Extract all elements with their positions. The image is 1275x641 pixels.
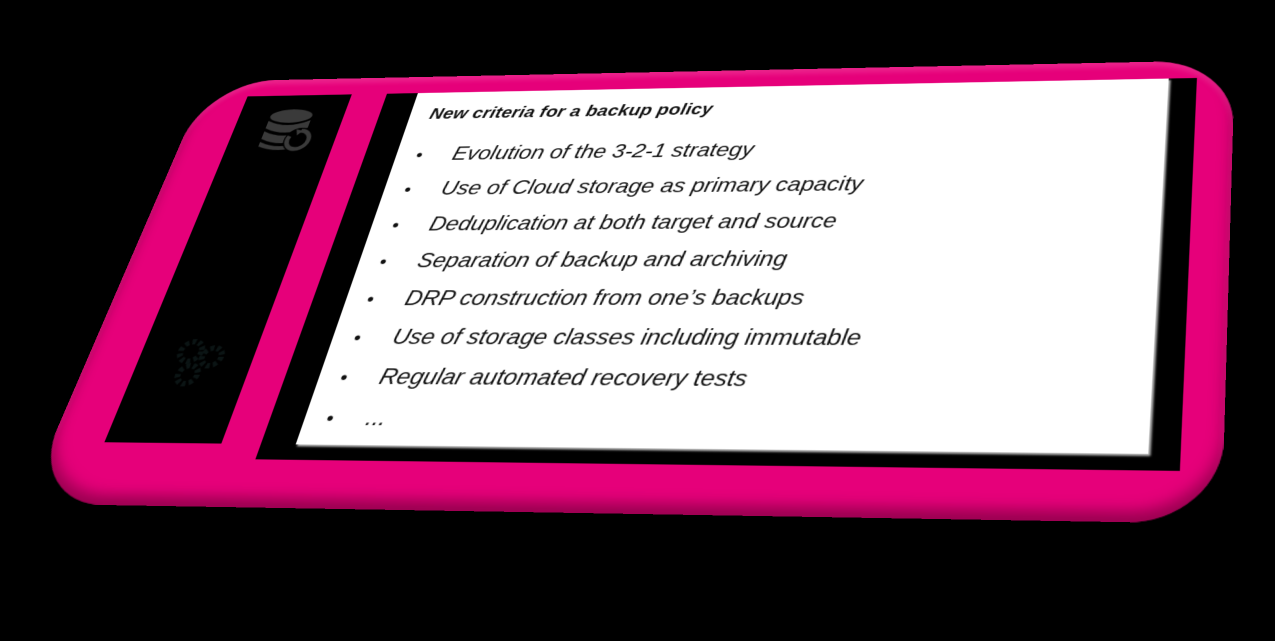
bullet-icon: • [363, 290, 377, 310]
list-item: •Use of Cloud storage as primary capacit… [399, 166, 889, 207]
bullet-icon: • [376, 253, 390, 272]
gears-icon [161, 336, 235, 390]
slide-title: New criteria for a backup policy [427, 100, 715, 123]
slide-content: New criteria for a backup policy •Evolut… [295, 78, 1169, 454]
slide-frame: New criteria for a backup policy •Evolut… [24, 60, 1235, 524]
bullet-icon: • [389, 216, 402, 235]
bullet-icon: • [350, 328, 364, 349]
bullet-icon: • [413, 147, 426, 165]
criteria-list: •Evolution of the 3-2-1 strategy •Use of… [320, 131, 895, 445]
icon-sidebar [104, 94, 352, 444]
bullet-icon: • [336, 368, 351, 389]
list-item: •Evolution of the 3-2-1 strategy [410, 131, 894, 172]
list-item: •Use of storage classes including immuta… [347, 318, 864, 359]
list-item: •Deduplication at both target and source [386, 203, 882, 244]
list-item: •... [320, 398, 851, 445]
list-item: •DRP construction from one’s backups [361, 279, 871, 319]
bullet-icon: • [401, 181, 414, 200]
database-restore-icon [256, 109, 325, 154]
list-item: •Regular automated recovery tests [334, 357, 858, 401]
list-item: •Separation of backup and archiving [374, 240, 877, 280]
bullet-icon: • [322, 408, 337, 430]
